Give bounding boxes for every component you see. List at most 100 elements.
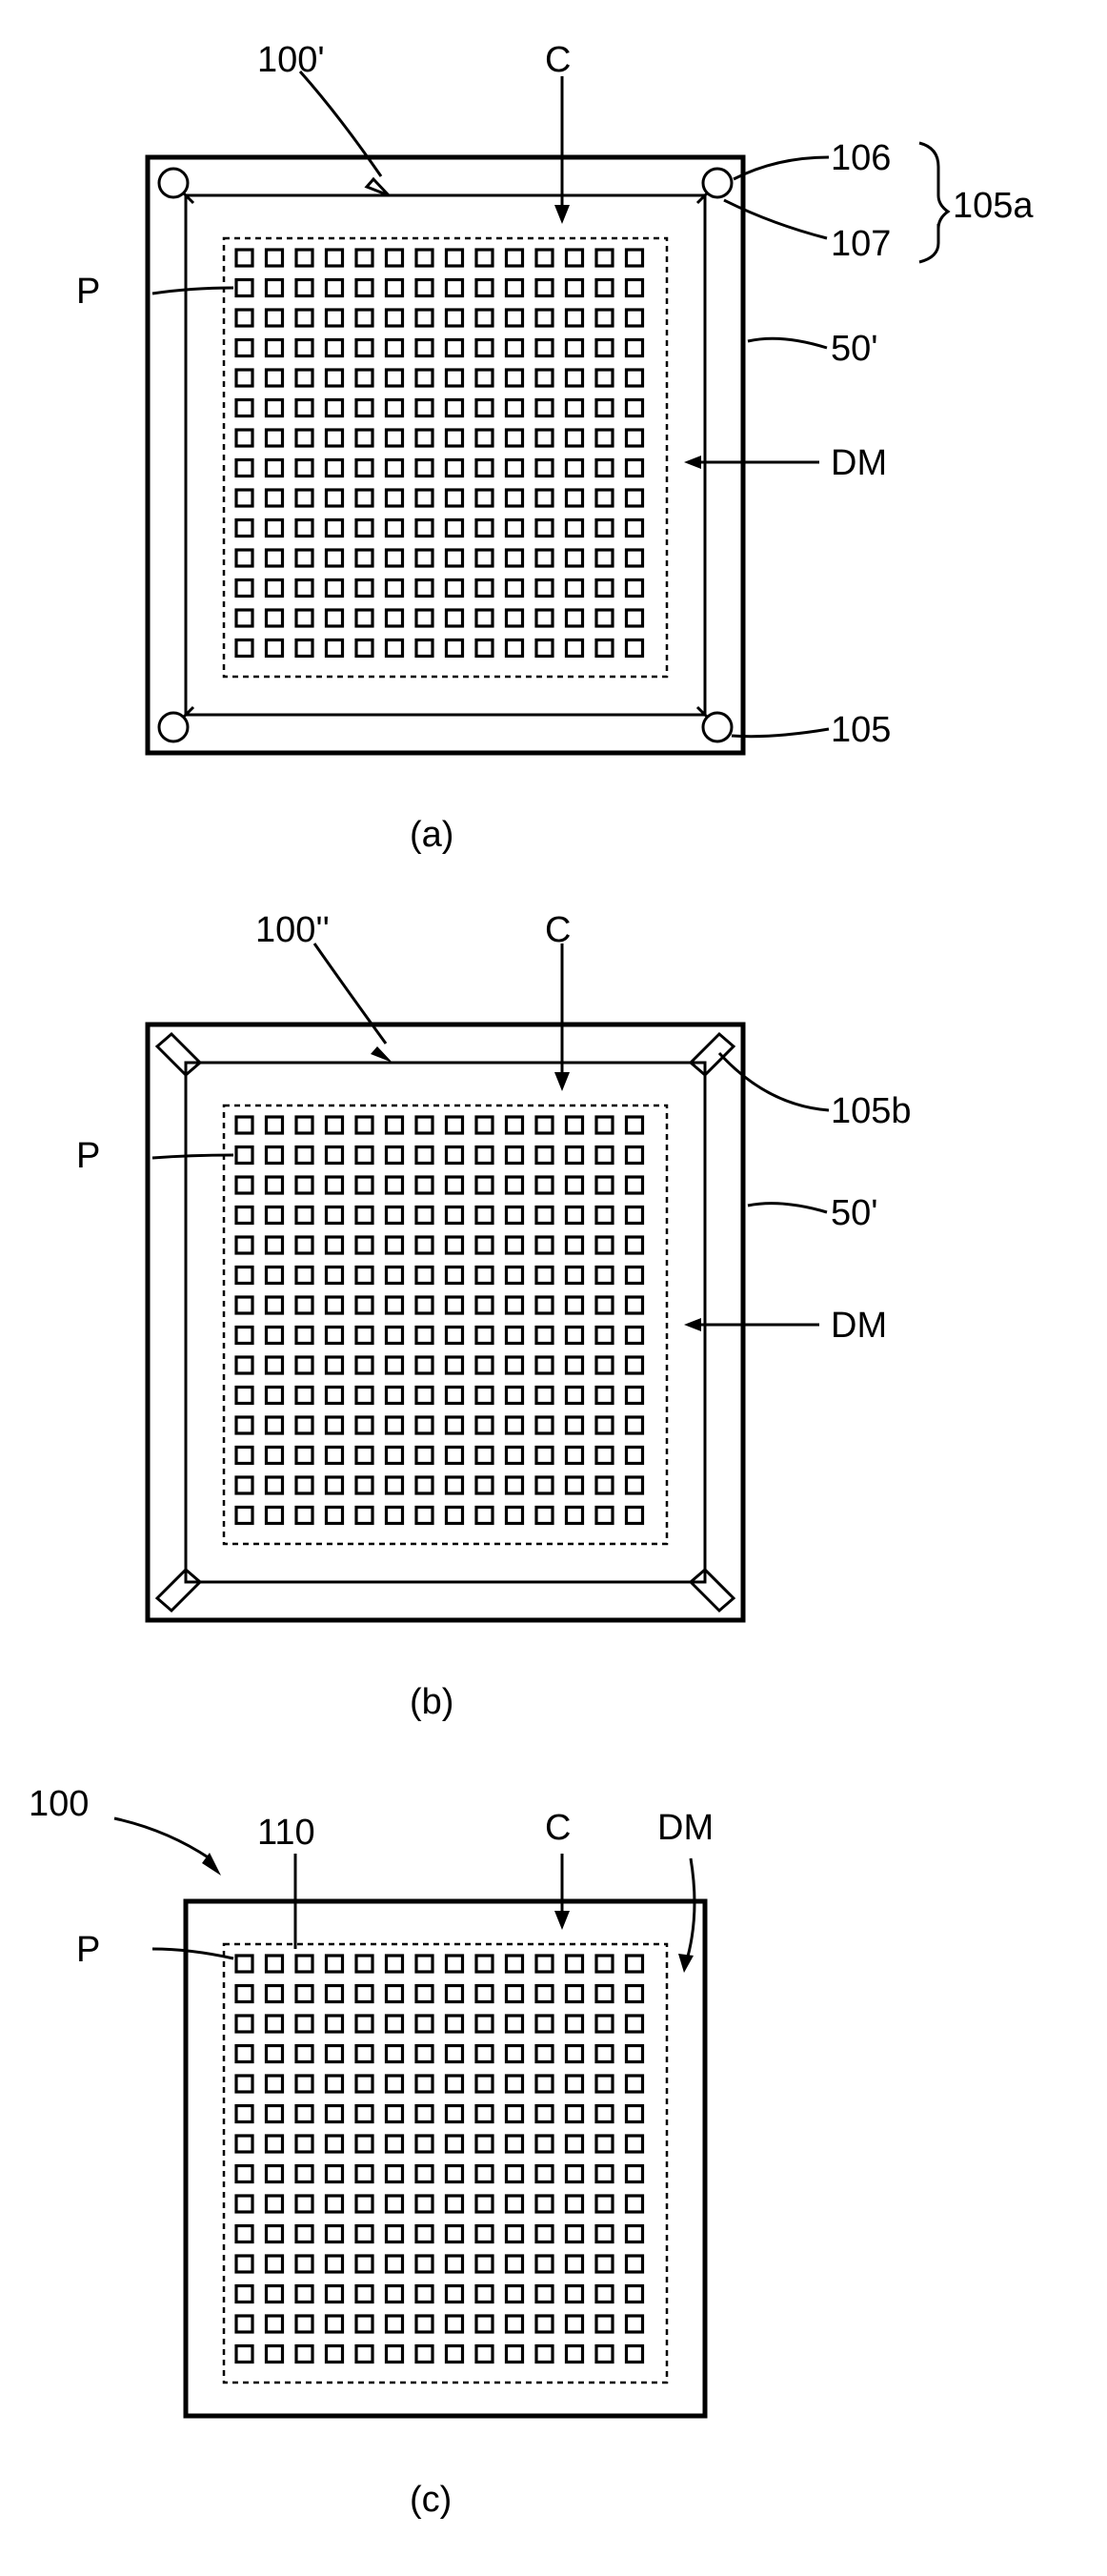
pad <box>416 430 433 446</box>
pad <box>567 1297 583 1313</box>
pad <box>356 1117 372 1133</box>
pad <box>507 2106 523 2122</box>
label-hole-a: 106 <box>831 138 891 178</box>
pad <box>567 460 583 477</box>
pad <box>567 490 583 506</box>
pad <box>536 2286 553 2302</box>
pad <box>387 1477 403 1493</box>
pad <box>476 2166 493 2182</box>
pad <box>596 1297 613 1313</box>
pad <box>416 1297 433 1313</box>
leader-pad-b <box>152 1155 233 1158</box>
pad <box>267 2136 283 2152</box>
pad <box>296 580 312 597</box>
pad <box>387 280 403 296</box>
pad <box>476 2286 493 2302</box>
pad <box>447 1237 463 1253</box>
pad <box>416 400 433 416</box>
pad <box>507 1237 523 1253</box>
pad <box>567 2226 583 2242</box>
pad <box>536 2016 553 2032</box>
pad <box>356 490 372 506</box>
pad <box>296 430 312 446</box>
leader-hole-a <box>734 157 829 179</box>
pad <box>627 1328 643 1344</box>
pad <box>447 1207 463 1224</box>
pad <box>416 1147 433 1164</box>
pad <box>327 2286 343 2302</box>
pad <box>567 1147 583 1164</box>
pad <box>327 1297 343 1313</box>
pad <box>356 2286 372 2302</box>
pad <box>447 2226 463 2242</box>
pad <box>356 1268 372 1284</box>
pad <box>236 370 252 386</box>
pad <box>387 550 403 566</box>
pad <box>416 2016 433 2032</box>
pad <box>507 370 523 386</box>
pad <box>447 250 463 266</box>
pad <box>387 2106 403 2122</box>
pad <box>596 1508 613 1524</box>
pad <box>507 1207 523 1224</box>
pad <box>447 2136 463 2152</box>
pad <box>296 1237 312 1253</box>
pad <box>416 460 433 477</box>
pad <box>267 2316 283 2332</box>
pad <box>267 370 283 386</box>
pad <box>236 250 252 266</box>
pad <box>596 640 613 657</box>
pad <box>476 310 493 326</box>
frame-inner-b <box>186 1063 705 1582</box>
caption-b: (b) <box>410 1682 453 1722</box>
pad <box>627 1207 643 1224</box>
label-vent-a: 105 <box>831 710 891 750</box>
pad <box>476 1448 493 1464</box>
pad <box>627 310 643 326</box>
pad <box>447 1417 463 1433</box>
pad <box>416 1177 433 1193</box>
pad <box>447 2076 463 2092</box>
pad <box>356 610 372 626</box>
label-frame-a: 50' <box>831 329 878 369</box>
pad <box>596 1268 613 1284</box>
pad <box>627 640 643 657</box>
pad <box>236 310 252 326</box>
pad <box>296 550 312 566</box>
pad <box>567 1357 583 1373</box>
pad <box>507 1477 523 1493</box>
pad <box>267 250 283 266</box>
pad <box>596 1477 613 1493</box>
pad <box>416 340 433 356</box>
pad <box>476 2316 493 2332</box>
label-pad-c: P <box>76 1930 100 1970</box>
pad <box>387 520 403 537</box>
pad <box>416 1477 433 1493</box>
pad <box>507 1388 523 1404</box>
pad <box>416 2226 433 2242</box>
pad <box>596 1117 613 1133</box>
pad <box>356 1956 372 1972</box>
pad <box>447 280 463 296</box>
pad <box>447 2106 463 2122</box>
pad <box>356 1237 372 1253</box>
pad <box>267 550 283 566</box>
pad <box>627 280 643 296</box>
pad <box>327 550 343 566</box>
pad <box>296 1448 312 1464</box>
pad <box>476 1986 493 2002</box>
pad <box>567 2106 583 2122</box>
pad <box>267 580 283 597</box>
pad <box>267 2226 283 2242</box>
pad <box>267 2076 283 2092</box>
pad <box>507 280 523 296</box>
pad <box>296 1357 312 1373</box>
pad <box>416 1117 433 1133</box>
pad <box>596 1147 613 1164</box>
pad <box>296 610 312 626</box>
pad <box>627 2316 643 2332</box>
pad <box>596 2136 613 2152</box>
pad <box>327 1986 343 2002</box>
pad <box>536 430 553 446</box>
pad <box>236 640 252 657</box>
